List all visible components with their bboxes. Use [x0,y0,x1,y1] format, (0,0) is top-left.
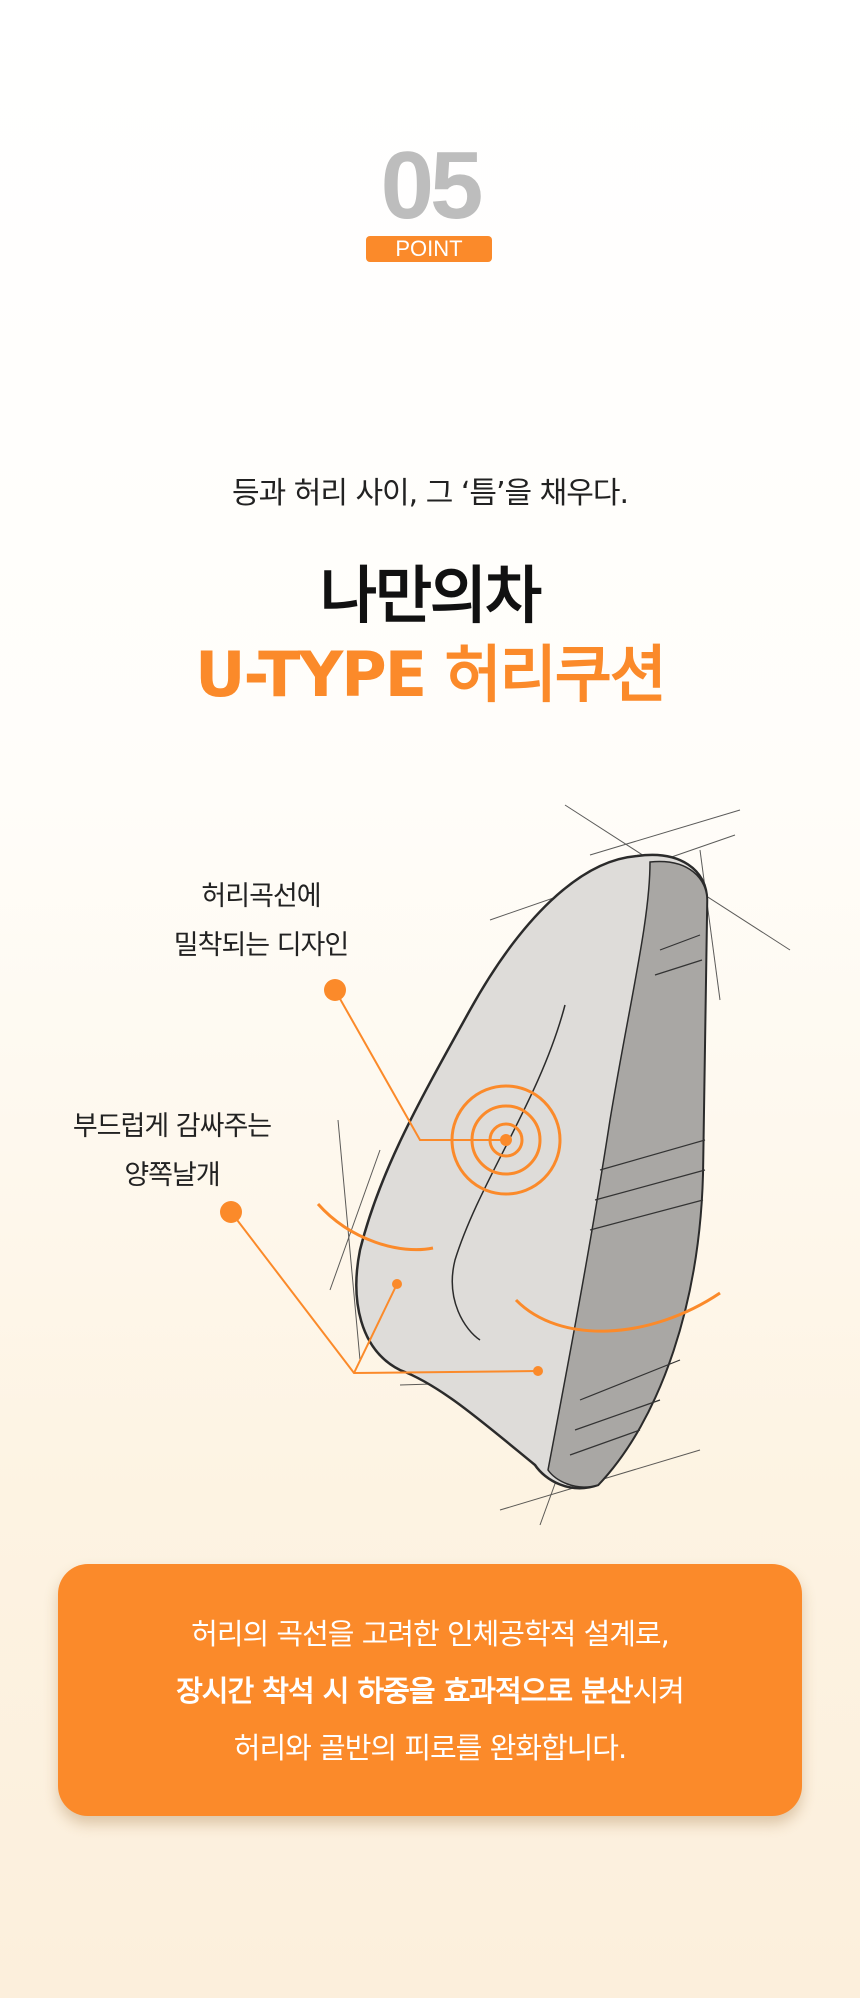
description-line-1: 허리의 곡선을 고려한 인체공학적 설계로, [191,1617,670,1651]
callout-text: 부드럽게 감싸주는 [72,1111,272,1142]
callout-text: 밀착되는 디자인 [173,930,349,961]
callout-text: 양쪽날개 [124,1160,220,1191]
point-badge: POINT [366,236,492,262]
description-line-2-rest: 시켜 [632,1674,685,1708]
description-box: 허리의 곡선을 고려한 인체공학적 설계로, 장시간 착석 시 하중을 효과적으… [58,1564,802,1816]
title-brand: 나만의차 [319,559,542,632]
subtitle: 등과 허리 사이, 그 ‘틈’을 채우다. [231,476,629,511]
callout-side-wings: 부드럽게 감싸주는 양쪽날개 [22,1102,322,1200]
callout-dot [324,979,346,1001]
description-emphasis: 장시간 착석 시 하중을 효과적으로 분산 [176,1674,633,1708]
callout-text: 허리곡선에 [201,881,321,912]
callout-dot [220,1201,242,1223]
callout-lumbar-curve: 허리곡선에 밀착되는 디자인 [131,872,391,970]
point-number: 05 [380,132,484,239]
title-product: U-TYPE 허리쿠션 [195,638,667,711]
description-line-2: 장시간 착석 시 하중을 효과적으로 분산시켜 [58,1663,802,1720]
description-line-3: 허리와 골반의 피로를 완화합니다. [233,1731,627,1765]
